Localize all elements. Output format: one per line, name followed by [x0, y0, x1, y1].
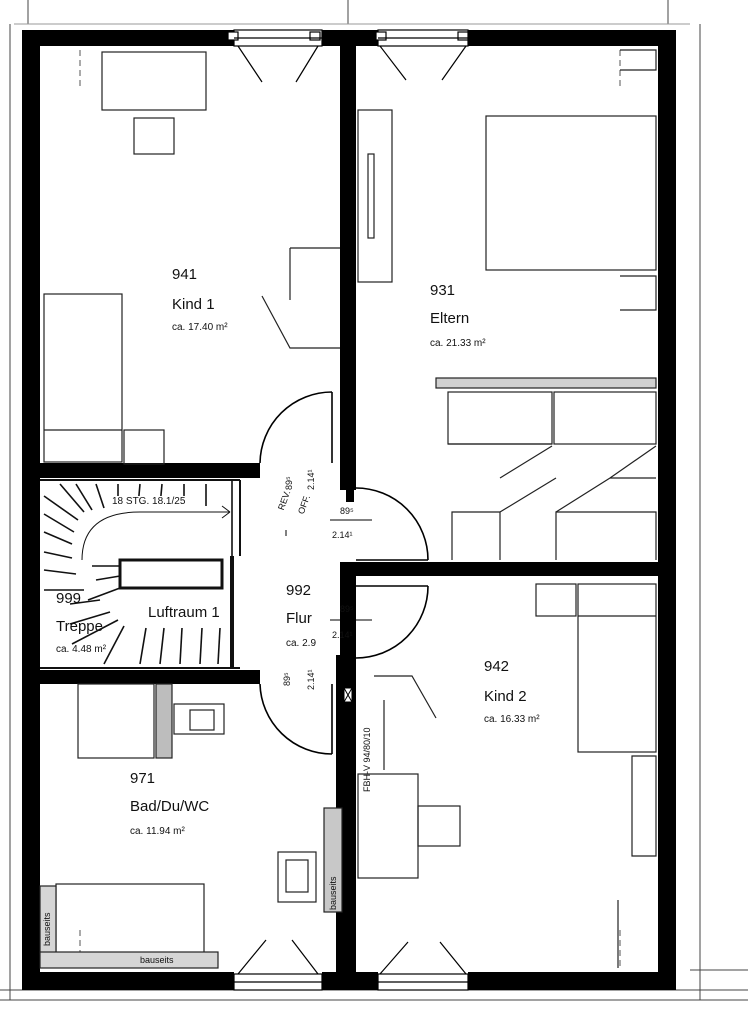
bauseits-label-vertical: bauseits: [42, 912, 52, 946]
door-eltern-height: 2.14¹: [332, 530, 353, 540]
room-eltern-number: 931: [430, 282, 456, 299]
room-bad-area: ca. 11.94 m²: [130, 826, 185, 837]
room-eltern-name: Eltern: [430, 310, 470, 327]
room-flur-area: ca. 2.9: [286, 638, 317, 649]
door-bad-width: 89⁵: [282, 672, 292, 686]
void-label: Luftraum 1: [148, 604, 220, 621]
floor-heating-label: FBH-V 94/80/10: [362, 727, 372, 792]
room-kind1-area: ca. 17.40 m²: [172, 322, 228, 333]
room-treppe-name: Treppe: [56, 618, 103, 635]
staircase: [40, 479, 241, 669]
bauseits-label-wall: bauseits: [328, 876, 338, 910]
room-kind2-area: ca. 16.33 m²: [484, 714, 540, 725]
stairs-label: 18 STG. 18.1/25: [112, 496, 186, 507]
furniture: [39, 49, 657, 969]
room-flur-number: 992: [286, 582, 312, 599]
door-kind2-width: 89⁵: [340, 604, 354, 614]
bauseits-label-horizontal: bauseits: [140, 955, 174, 965]
door-bad-height: 2.14¹: [306, 669, 316, 690]
room-kind2-name: Kind 2: [484, 688, 527, 705]
room-eltern-area: ca. 21.33 m²: [430, 338, 486, 349]
revision-height: 2.14¹: [306, 469, 316, 490]
windows: [227, 29, 469, 991]
room-treppe-area: ca. 4.48 m²: [56, 644, 107, 655]
revision-width: 89⁵: [284, 476, 294, 490]
doors: [259, 391, 429, 755]
room-kind1-number: 941: [172, 266, 198, 283]
door-eltern-width: 89⁵: [340, 506, 354, 516]
exterior-walls: [22, 30, 676, 990]
room-treppe-number: 999: [56, 590, 82, 607]
interior-walls: [40, 40, 660, 982]
room-kind1-name: Kind 1: [172, 296, 215, 313]
room-bad-name: Bad/Du/WC: [130, 798, 210, 815]
room-bad-number: 971: [130, 770, 156, 787]
door-kind2-height: 2.14¹: [332, 630, 353, 640]
room-flur-name: Flur: [286, 610, 312, 627]
room-kind2-number: 942: [484, 658, 510, 675]
